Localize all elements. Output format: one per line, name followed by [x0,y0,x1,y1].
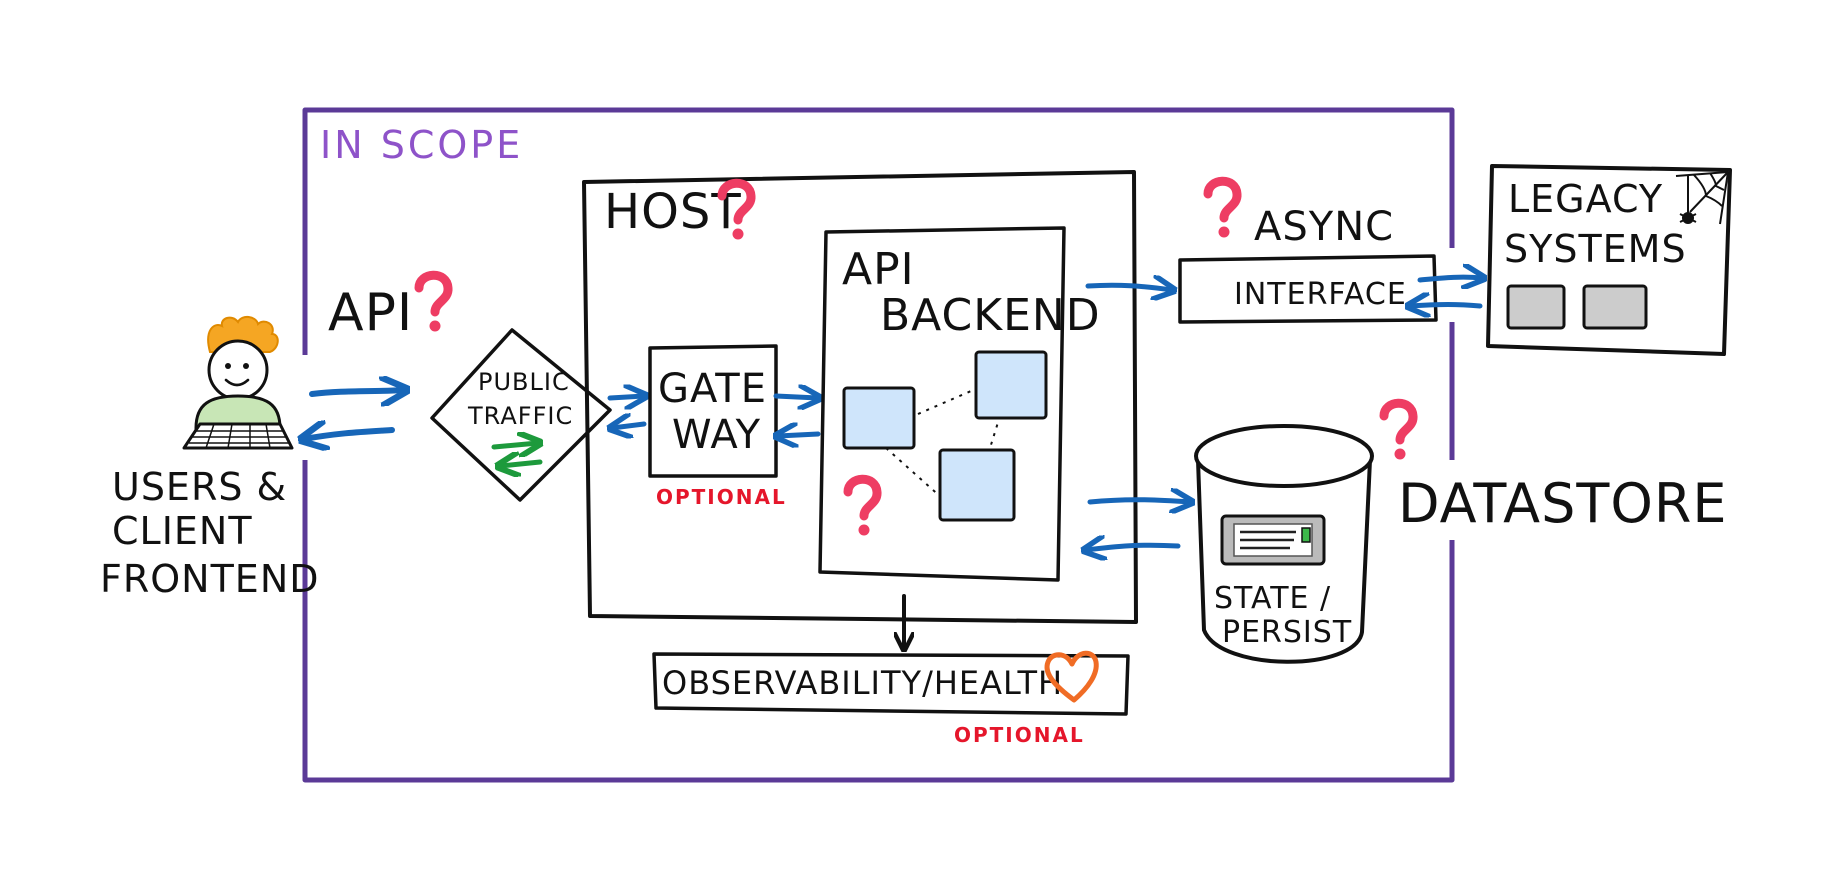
interface-label: INTERFACE [1234,277,1407,312]
legacy-label-line2: SYSTEMS [1504,227,1687,271]
gateway-box: GATE WAY [648,344,778,478]
user-figure [182,316,294,450]
arrow-traffic-to-user [304,430,395,439]
datastore-label: DATASTORE [1398,472,1728,535]
arrow-gateway-to-traffic [612,424,647,428]
api-label: API [328,283,413,343]
api-backend-box: API BACKEND [818,226,1101,582]
in-scope-frame: IN SCOPE [302,107,1455,783]
interface-box: INTERFACE [1178,254,1438,324]
arrow-user-to-traffic [309,390,404,394]
gateway-label-line1: GATE [658,366,767,412]
datastore-state-line1: STATE / [1214,581,1331,616]
observability-optional-label: OPTIONAL [954,723,1085,747]
arrow-backend-to-interface [1085,285,1172,290]
arrow-legacy-to-interface [1410,305,1483,307]
public-traffic-node: PUBLIC TRAFFIC [430,328,612,502]
spider-web-icon [1675,171,1729,225]
traffic-arrows-icon [491,443,540,466]
api-backend-label-line1: API [842,244,915,295]
users-label-line1: USERS & [112,465,287,509]
backend-component-2 [974,350,1048,420]
arrow-backend-to-gateway [778,434,821,436]
api-question-mark-icon [419,275,448,331]
arrow-backend-to-datastore [1087,500,1190,502]
gateway-label-line2: WAY [672,412,761,458]
backend-component-1 [842,386,916,450]
laptop-icon [182,422,294,450]
async-question-mark-icon [1208,181,1237,237]
legacy-systems-box: LEGACY SYSTEMS [1486,164,1732,356]
legacy-module-1 [1506,284,1566,330]
arrow-interface-to-legacy [1417,277,1482,280]
datastore-state-line2: PERSIST [1222,615,1352,650]
arrow-gateway-to-backend [773,396,818,398]
datastore-question-mark-icon [1384,403,1413,459]
arrow-datastore-to-backend [1086,545,1181,550]
async-label: ASYNC [1254,204,1394,250]
backend-component-3 [938,448,1016,522]
datastore-cylinder: STATE / PERSIST [1194,424,1374,664]
observability-box: OBSERVABILITY/HEALTH [652,650,1130,716]
gateway-optional-label: OPTIONAL [656,485,787,509]
users-label-line2: CLIENT [112,509,253,553]
heart-icon [1044,650,1099,703]
arrow-traffic-to-gateway [607,396,644,398]
document-icon [1220,514,1326,566]
observability-label: OBSERVABILITY/HEALTH [662,664,1063,702]
legacy-label-line1: LEGACY [1508,177,1663,221]
public-traffic-label-line1: PUBLIC [478,368,570,396]
in-scope-label: IN SCOPE [320,123,523,167]
host-box: HOST [582,170,1138,624]
legacy-module-2 [1582,284,1648,330]
api-backend-label-line2: BACKEND [880,290,1101,341]
public-traffic-label-line2: TRAFFIC [467,402,573,430]
users-label-line3: FRONTEND [100,557,320,601]
